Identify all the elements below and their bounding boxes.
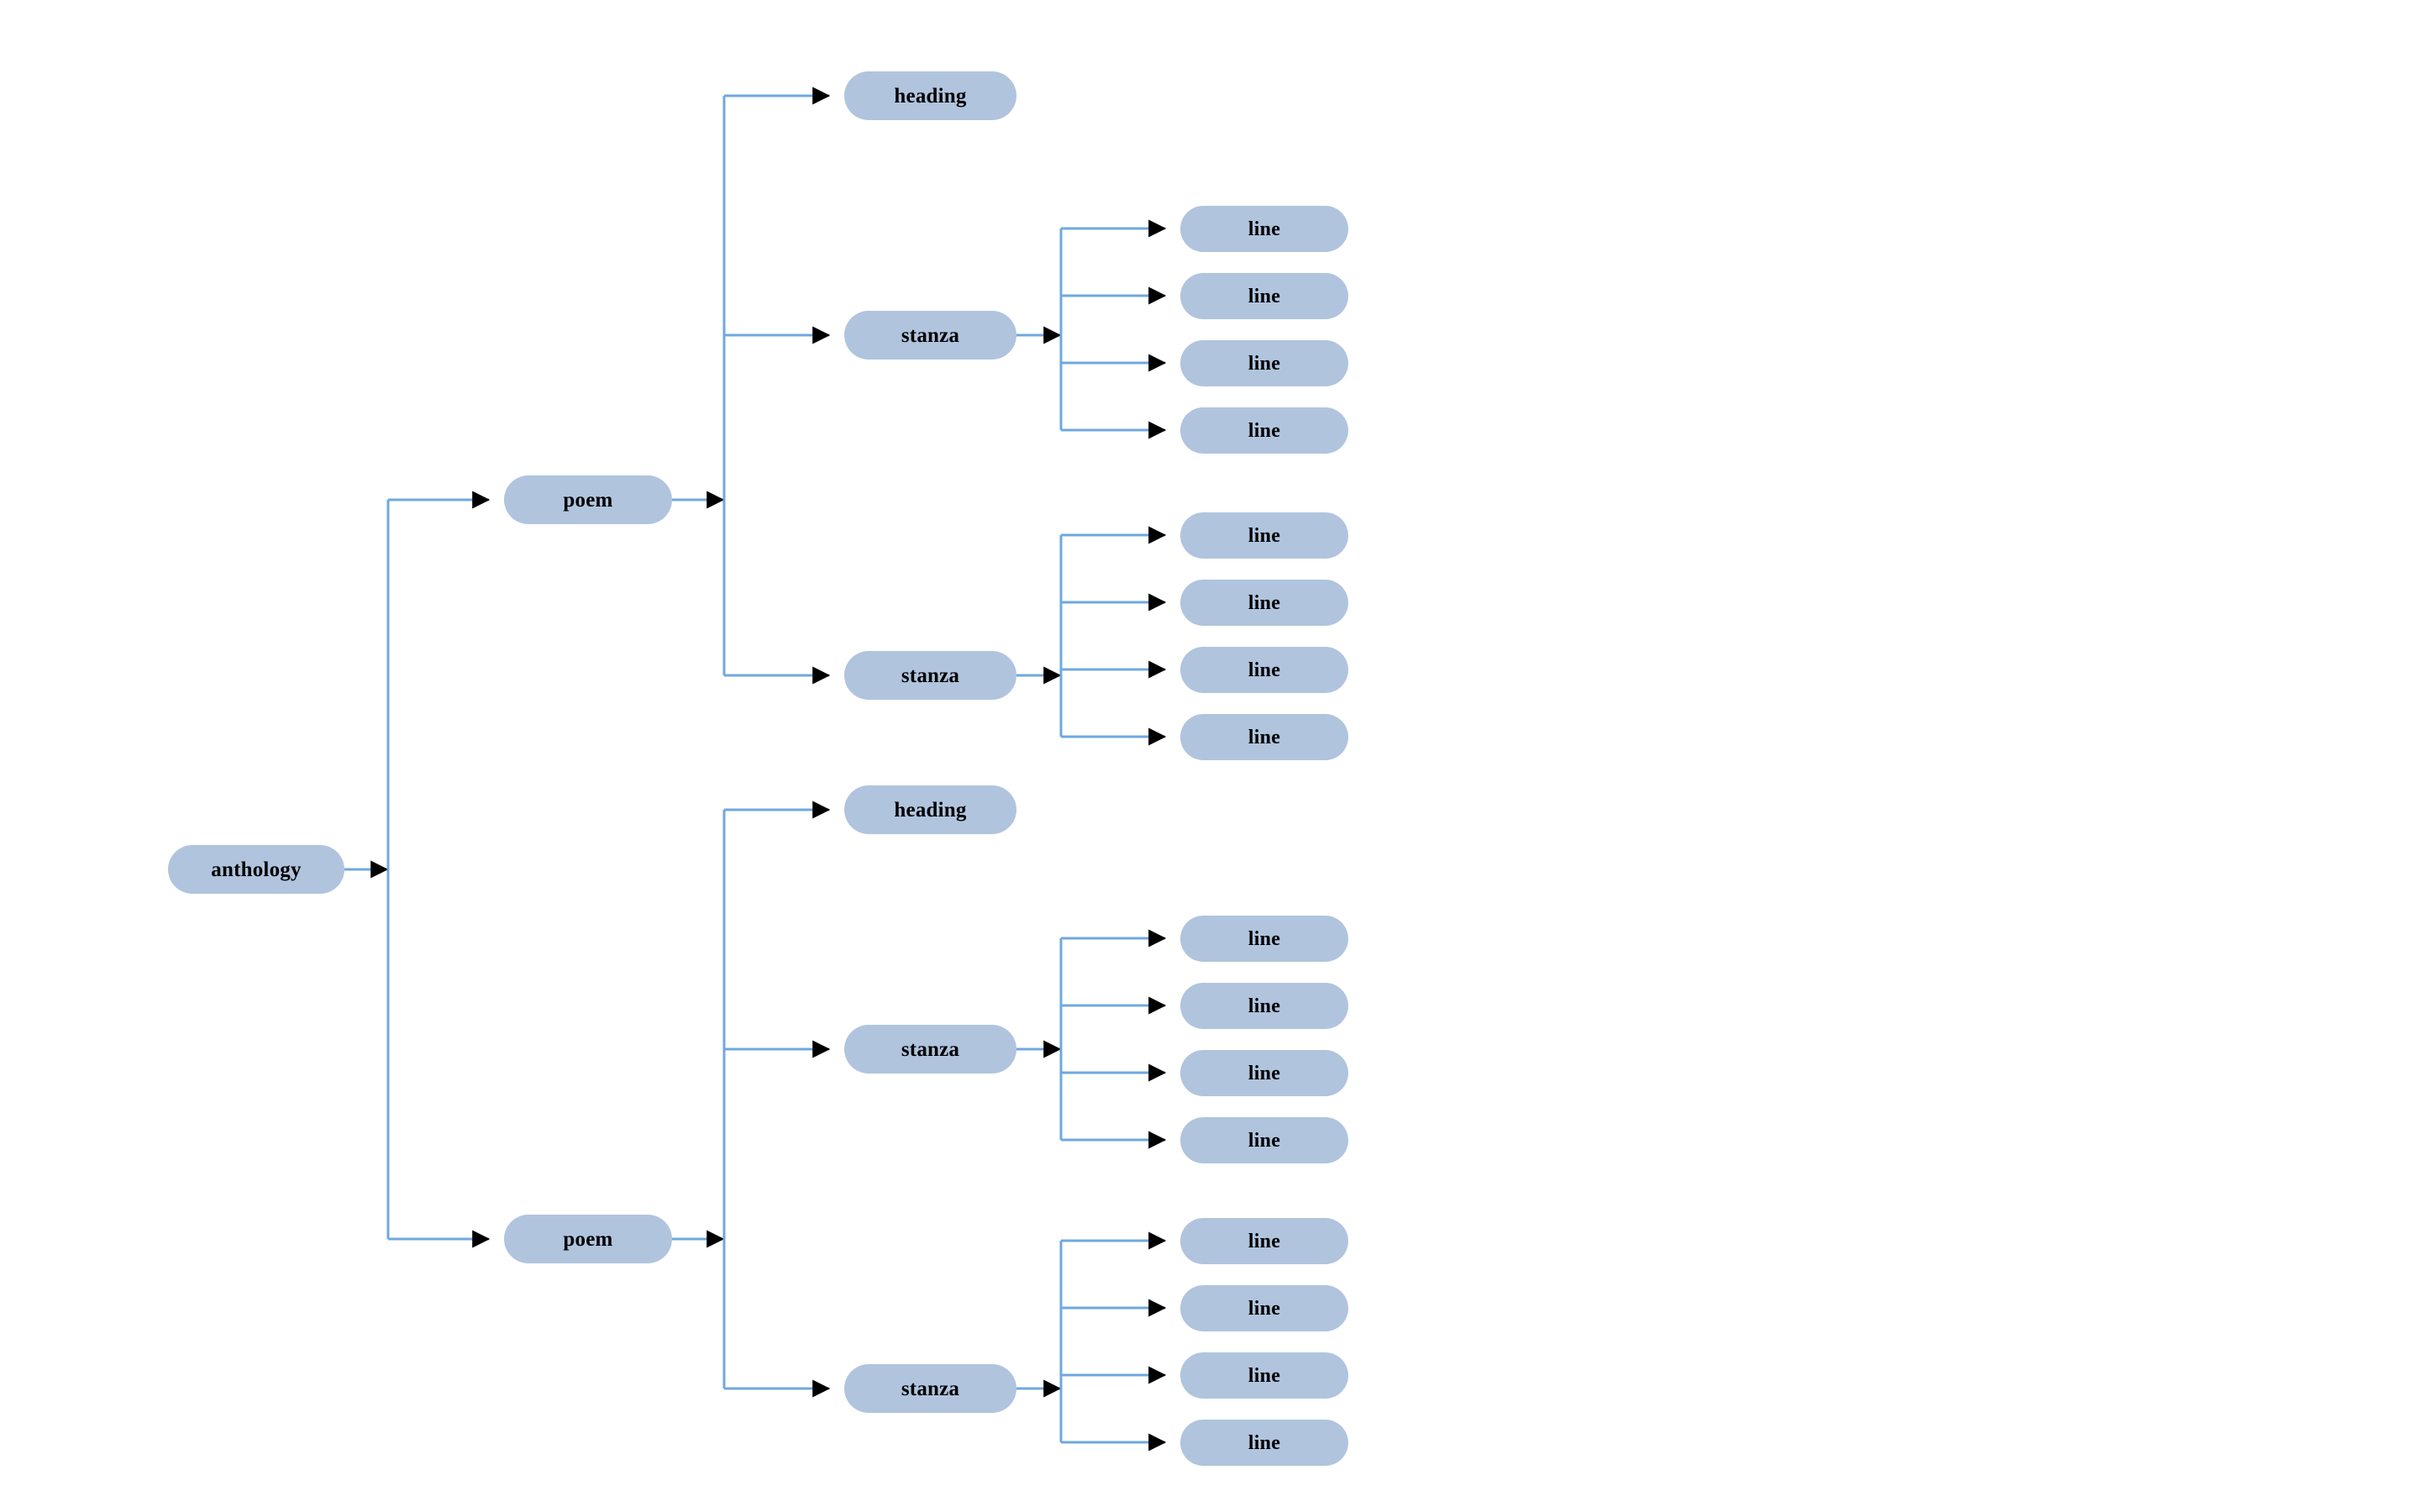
node-heading-1[interactable]: heading bbox=[844, 71, 1016, 120]
node-anthology[interactable]: anthology bbox=[168, 845, 344, 894]
node-stanza-5[interactable]: stanza bbox=[844, 1025, 1016, 1074]
node-label: line bbox=[1247, 524, 1281, 547]
node-label: line bbox=[1247, 591, 1281, 614]
node-label: poem bbox=[563, 488, 613, 512]
node-label: poem bbox=[563, 1227, 613, 1251]
node-heading-4[interactable]: heading bbox=[844, 785, 1016, 834]
node-label: line bbox=[1247, 927, 1281, 950]
node-label: line bbox=[1247, 1062, 1281, 1084]
node-line-12[interactable]: line bbox=[1180, 1117, 1348, 1163]
node-label: line bbox=[1247, 285, 1281, 307]
node-line-2[interactable]: line bbox=[1180, 273, 1348, 319]
node-line-1[interactable]: line bbox=[1180, 206, 1348, 252]
node-stanza-3[interactable]: stanza bbox=[844, 651, 1016, 700]
node-label: line bbox=[1247, 1364, 1281, 1387]
node-label: stanza bbox=[901, 1037, 960, 1061]
node-label: line bbox=[1247, 1431, 1281, 1454]
node-line-16[interactable]: line bbox=[1180, 1420, 1348, 1466]
node-stanza-2[interactable]: stanza bbox=[844, 311, 1016, 360]
node-label: stanza bbox=[901, 1377, 960, 1400]
node-line-13[interactable]: line bbox=[1180, 1218, 1348, 1264]
node-label: stanza bbox=[901, 323, 960, 347]
node-label: heading bbox=[894, 798, 967, 822]
node-poem-2[interactable]: poem bbox=[504, 1215, 672, 1263]
node-label: line bbox=[1247, 1129, 1281, 1152]
node-line-5[interactable]: line bbox=[1180, 512, 1348, 559]
node-label: line bbox=[1247, 1297, 1281, 1320]
node-label: line bbox=[1247, 995, 1281, 1017]
node-line-8[interactable]: line bbox=[1180, 714, 1348, 760]
node-line-7[interactable]: line bbox=[1180, 647, 1348, 693]
node-label: line bbox=[1247, 419, 1281, 442]
node-poem-1[interactable]: poem bbox=[504, 475, 672, 524]
node-line-14[interactable]: line bbox=[1180, 1285, 1348, 1331]
node-line-4[interactable]: line bbox=[1180, 407, 1348, 454]
node-line-6[interactable]: line bbox=[1180, 580, 1348, 626]
node-line-3[interactable]: line bbox=[1180, 340, 1348, 386]
node-label: line bbox=[1247, 726, 1281, 748]
node-line-15[interactable]: line bbox=[1180, 1352, 1348, 1399]
node-line-11[interactable]: line bbox=[1180, 1050, 1348, 1096]
node-label: line bbox=[1247, 218, 1281, 240]
node-line-9[interactable]: line bbox=[1180, 916, 1348, 962]
node-line-10[interactable]: line bbox=[1180, 983, 1348, 1029]
node-label: line bbox=[1247, 352, 1281, 375]
node-label: anthology bbox=[211, 858, 302, 881]
node-label: line bbox=[1247, 1230, 1281, 1252]
node-label: line bbox=[1247, 659, 1281, 681]
node-stanza-6[interactable]: stanza bbox=[844, 1364, 1016, 1413]
node-label: heading bbox=[894, 84, 967, 108]
node-label: stanza bbox=[901, 664, 960, 687]
